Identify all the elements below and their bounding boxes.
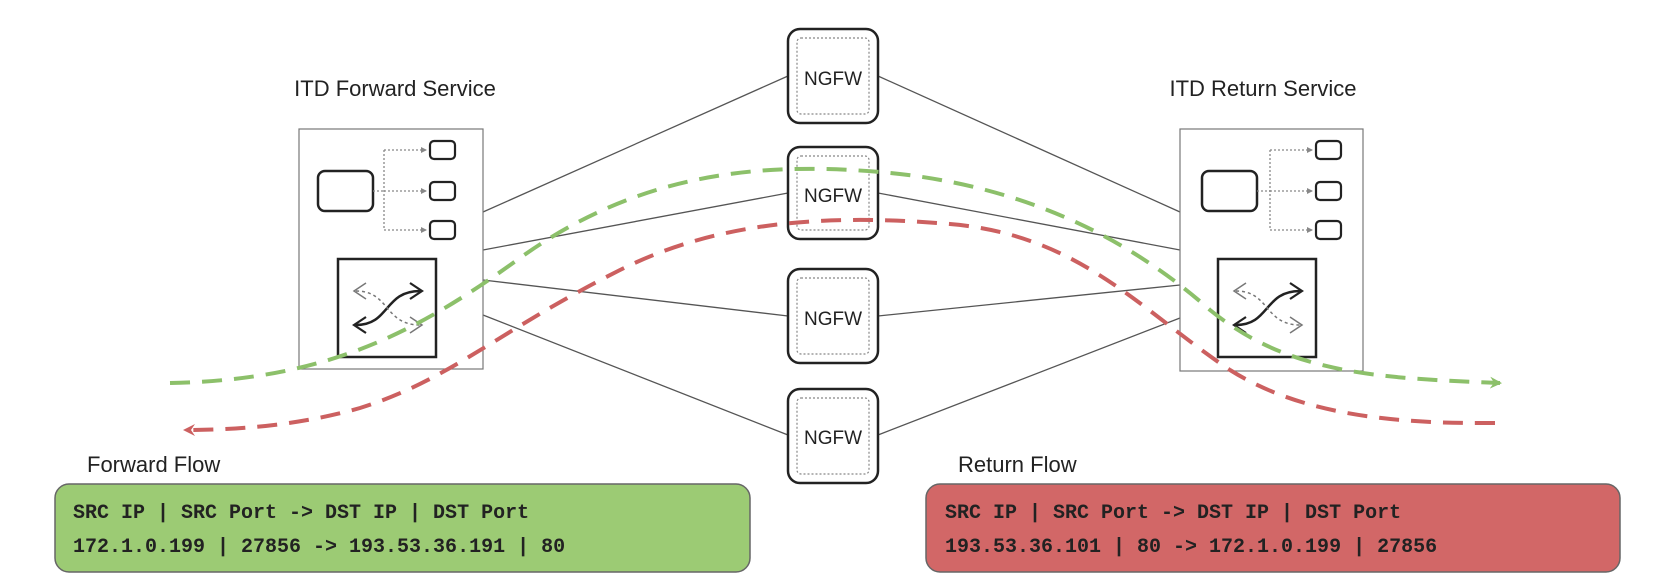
forward-flow-values: 172.1.0.199 | 27856 -> 193.53.36.191 | 8… (73, 536, 565, 559)
return-flow-header: SRC IP | SRC Port -> DST IP | DST Port (945, 502, 1401, 525)
return-service (1179, 128, 1364, 372)
link-ret-ngfw-4 (877, 317, 1181, 436)
ngfw-label: NGFW (804, 428, 862, 449)
load-balancer-icon (316, 139, 457, 241)
link-ret-ngfw-2 (877, 192, 1181, 251)
forward-flow-header: SRC IP | SRC Port -> DST IP | DST Port (73, 502, 529, 525)
return-links (877, 75, 1181, 436)
forward-flow-box: SRC IP | SRC Port -> DST IP | DST Port 1… (54, 483, 751, 573)
ngfw-node-3: NGFW (786, 267, 880, 365)
forward-service-title: ITD Forward Service (294, 76, 496, 101)
return-flow-path (183, 217, 1496, 436)
ngfw-node-2: NGFW (786, 145, 880, 241)
ngfw-label: NGFW (804, 309, 862, 330)
forward-flow-title: Forward Flow (87, 452, 220, 477)
link-ret-ngfw-3 (877, 284, 1181, 317)
link-fwd-ngfw-1 (482, 75, 789, 213)
forward-flow-path (169, 166, 1502, 389)
ngfw-node-1: NGFW (786, 27, 880, 125)
load-balancer-icon (1200, 139, 1343, 241)
return-flow-title: Return Flow (958, 452, 1077, 477)
ngfw-label: NGFW (804, 186, 862, 207)
link-ret-ngfw-1 (877, 75, 1181, 213)
forward-service (298, 128, 484, 370)
link-fwd-ngfw-3 (482, 279, 789, 317)
switch-icon (336, 257, 438, 359)
return-flow-box: SRC IP | SRC Port -> DST IP | DST Port 1… (925, 483, 1621, 573)
return-service-title: ITD Return Service (1169, 76, 1356, 101)
switch-icon (1216, 257, 1318, 359)
ngfw-node-4: NGFW (786, 387, 880, 485)
forward-links (482, 75, 789, 436)
ngfw-label: NGFW (804, 69, 862, 90)
link-fwd-ngfw-2 (482, 192, 789, 251)
link-fwd-ngfw-4 (482, 314, 789, 436)
return-flow-values: 193.53.36.101 | 80 -> 172.1.0.199 | 2785… (945, 536, 1437, 559)
